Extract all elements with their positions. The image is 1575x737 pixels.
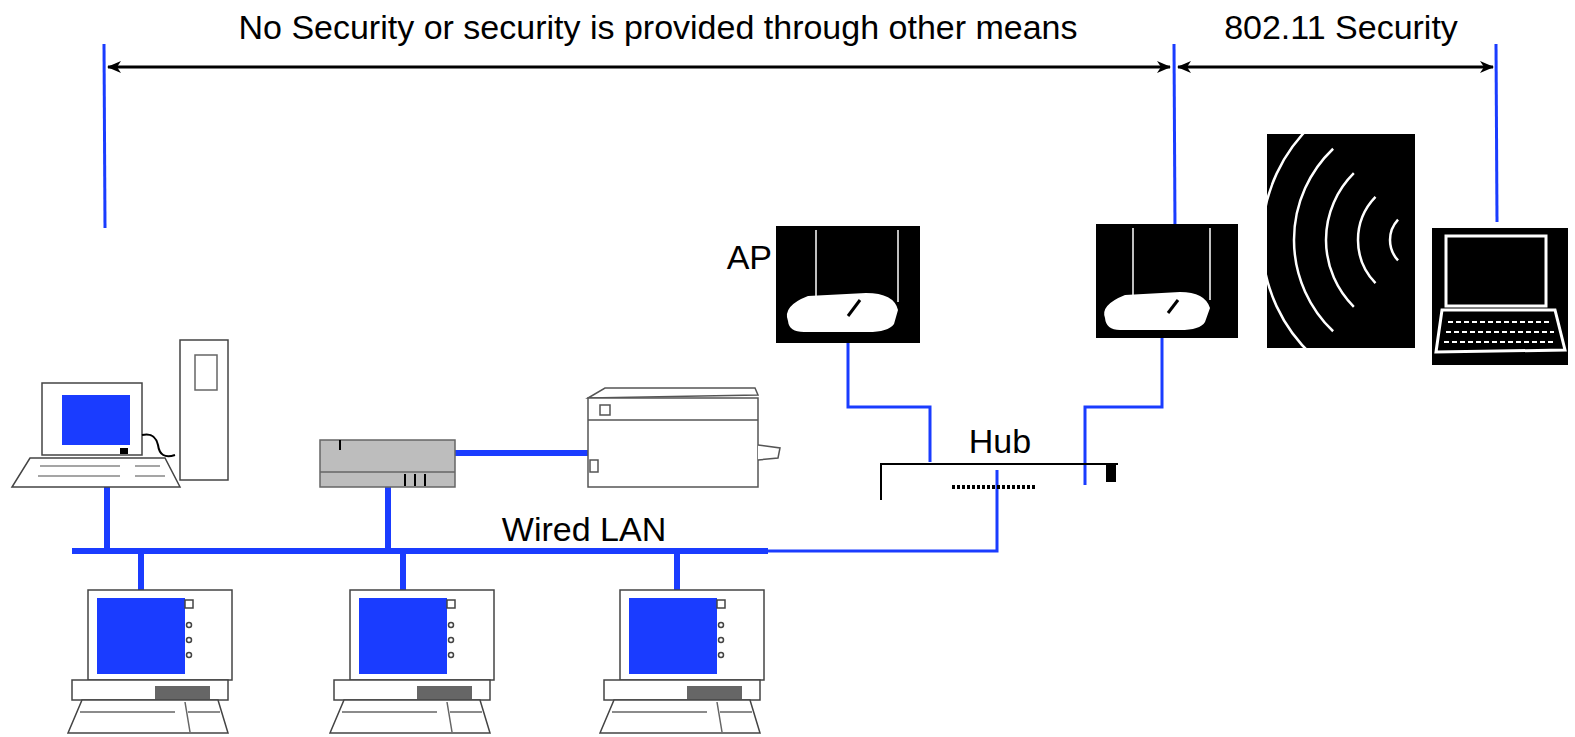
ap-icon <box>776 226 920 343</box>
access-point: AP <box>776 226 920 343</box>
network-cable <box>848 343 930 462</box>
network-label: Wired LAN <box>498 512 670 546</box>
zone-label: No Security or security is provided thro… <box>238 10 1077 44</box>
device-label: Hub <box>969 424 1031 458</box>
zone-label: 802.11 Security <box>1224 10 1458 44</box>
network-hub: Hub <box>880 462 1118 500</box>
hub-icon <box>880 462 1118 500</box>
device-label: AP <box>727 240 772 274</box>
